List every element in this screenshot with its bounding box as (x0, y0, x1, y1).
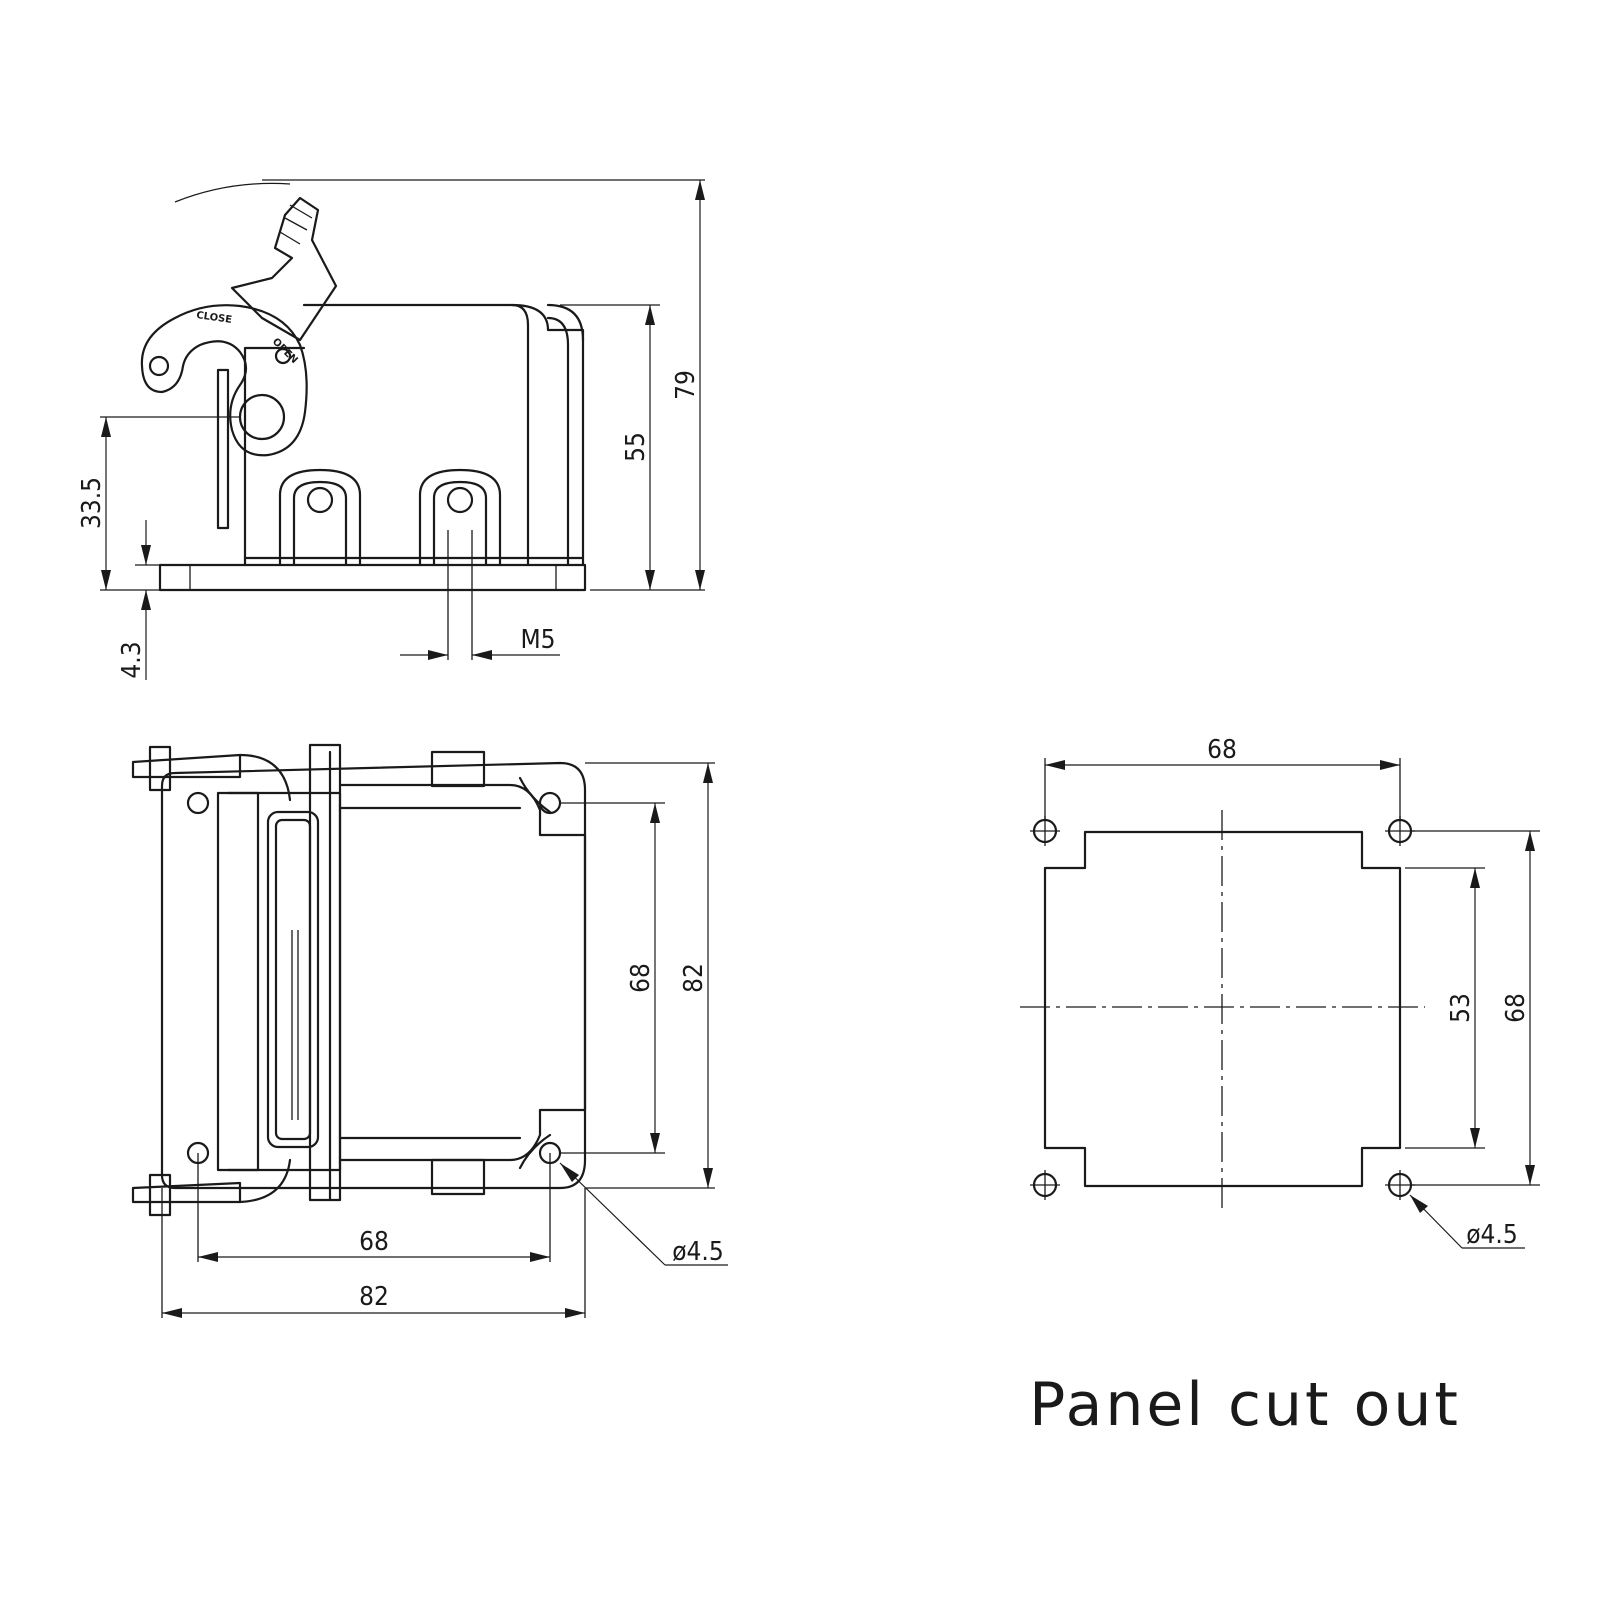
fixing-lug-left (278, 468, 362, 567)
top-mounting-hole-tr (538, 791, 562, 815)
cutout-view: 68 53 68 ø4.5 Panel cut out (1020, 735, 1540, 1440)
top-dim-hole-spacing-h: 68 (359, 1227, 389, 1257)
cable-entry-top (430, 750, 486, 788)
top-dim-hole-spacing-v: 68 (626, 963, 656, 993)
lever-open-label: OPEN (270, 336, 300, 366)
cutout-dim-hole-spacing-v: 68 (1501, 993, 1531, 1023)
base-plate (158, 563, 587, 592)
cutout-hole-br (1385, 1170, 1415, 1200)
cable-entry-bottom (430, 1158, 486, 1196)
latch-pin-bottom (131, 1173, 242, 1217)
top-lever-frame (226, 743, 342, 1202)
top-base-plate (160, 761, 587, 1190)
cutout-caption: Panel cut out (1029, 1370, 1461, 1440)
top-dim-overall-width: 82 (359, 1282, 389, 1312)
dim-base-thickness: 4.3 (117, 641, 147, 678)
locking-lever (216, 368, 230, 530)
fixing-lug-right (418, 468, 502, 567)
cutout-hole-bl (1030, 1170, 1060, 1200)
cutout-opening (1043, 830, 1402, 1188)
side-view: CLOSE OPEN 79 55 33.5 4.3 (77, 179, 705, 680)
dim-pivot-height: 33.5 (77, 477, 107, 529)
housing-body (243, 303, 585, 567)
cutout-dim-hole-diameter: ø4.5 (1466, 1220, 1518, 1250)
lever-pivot (238, 393, 286, 441)
cutout-dim-hole-spacing-h: 68 (1207, 735, 1237, 765)
lever-handle (230, 196, 338, 342)
top-dim-hole-diameter: ø4.5 (672, 1237, 724, 1267)
dim-thread: M5 (520, 625, 555, 655)
top-mounting-hole-tl (186, 791, 210, 815)
cutout-hole-tl (1030, 816, 1060, 846)
cutout-hole-tr (1385, 816, 1415, 846)
cutout-dim-opening-height: 53 (1446, 993, 1476, 1023)
latch-pin-top (131, 745, 242, 792)
lever-close-label: CLOSE (196, 310, 233, 326)
top-dim-overall-height: 82 (679, 963, 709, 993)
top-view: 68 82 68 82 ø4.5 (131, 743, 728, 1318)
dim-housing-height: 55 (621, 432, 651, 462)
dim-overall-height: 79 (671, 370, 701, 400)
top-housing (338, 783, 587, 1162)
